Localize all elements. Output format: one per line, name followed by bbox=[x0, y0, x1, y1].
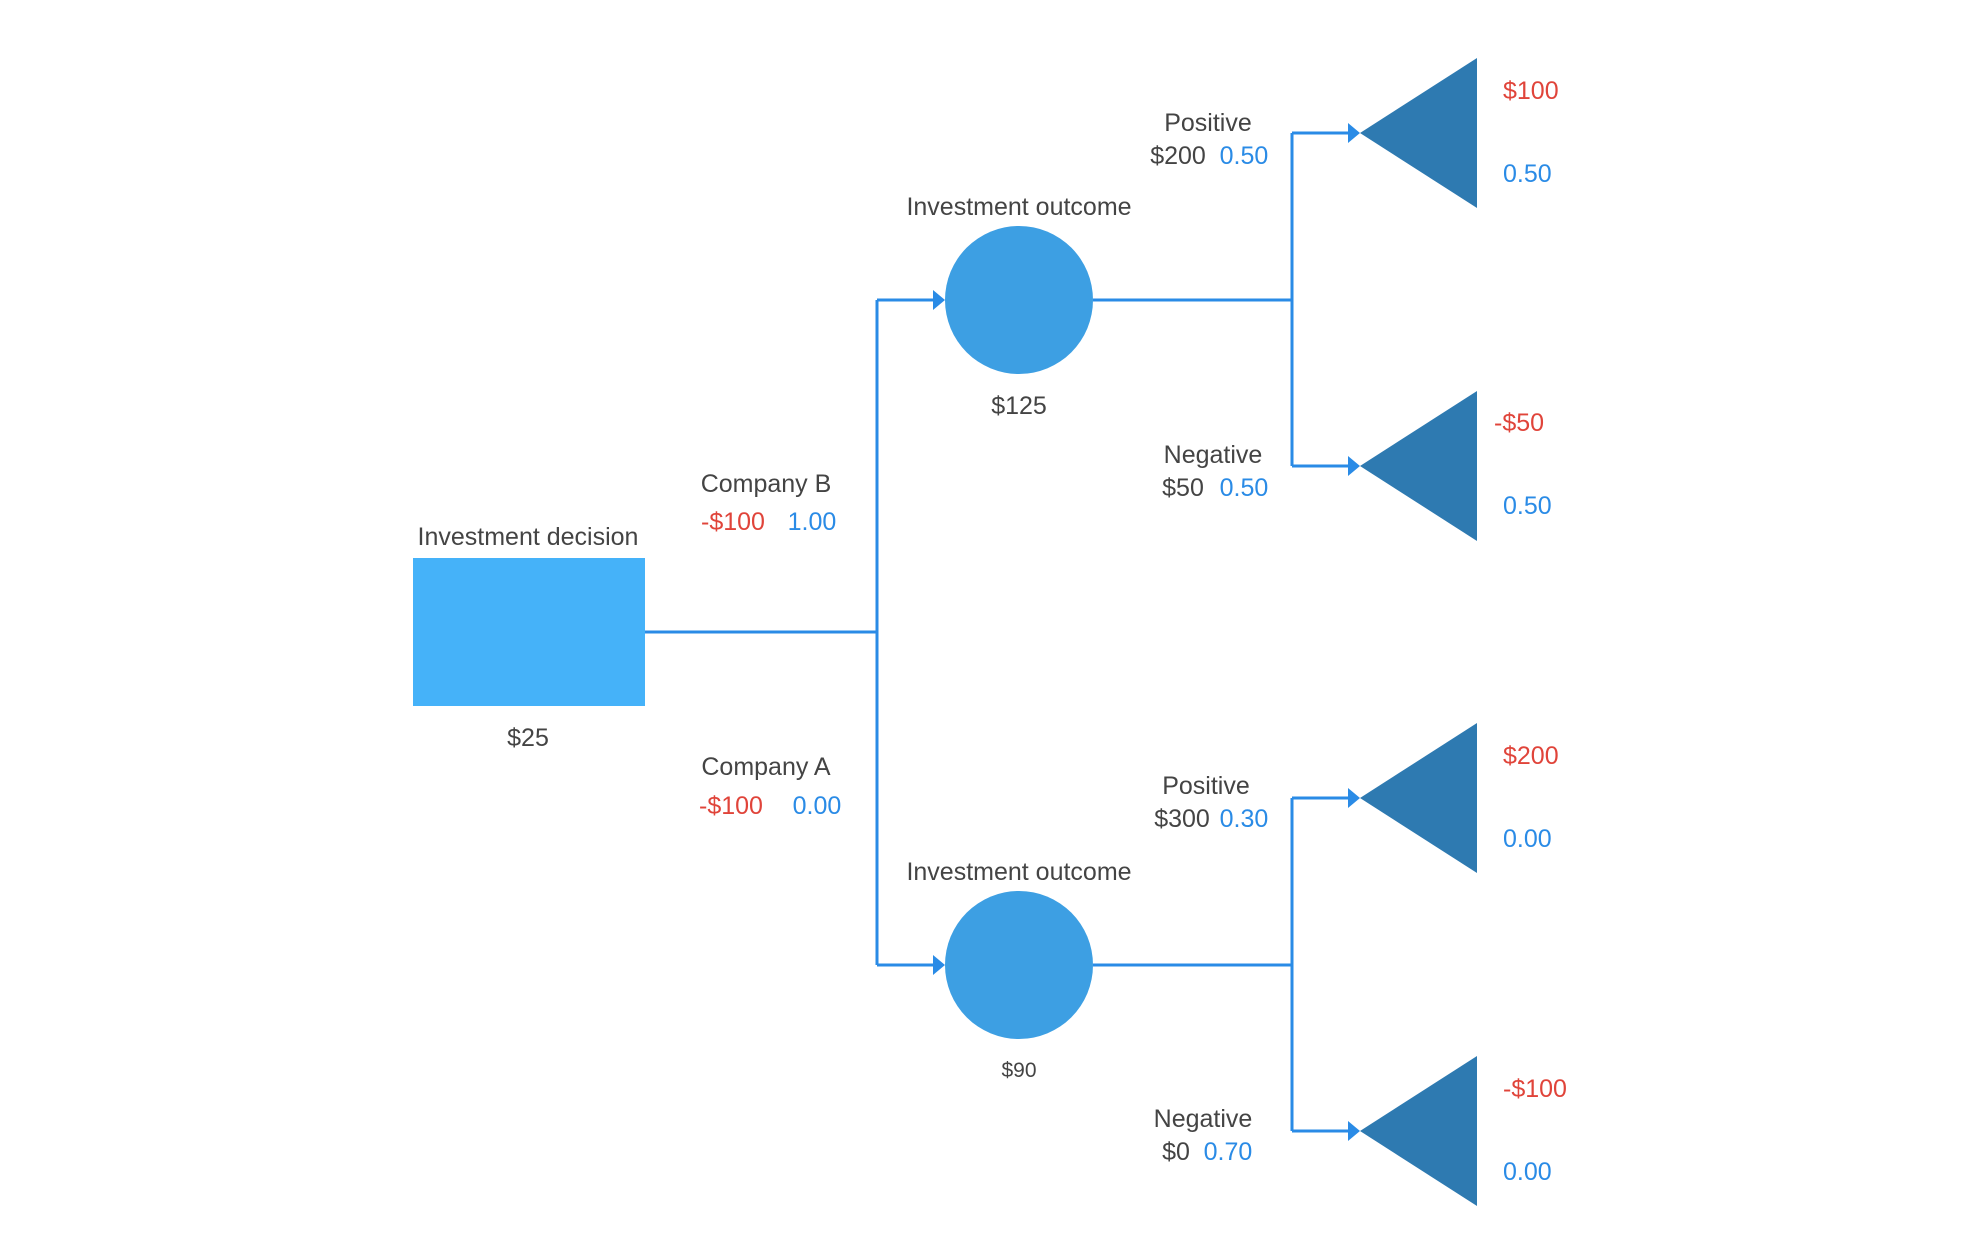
outcome-payoff: $0 bbox=[1162, 1138, 1190, 1166]
outcome-probability: 0.30 bbox=[1220, 805, 1269, 833]
connectors bbox=[645, 123, 1360, 1141]
chance-circle[interactable] bbox=[945, 891, 1093, 1039]
outcome-payoff: $50 bbox=[1162, 474, 1204, 502]
decision-label: Investment decision bbox=[418, 523, 639, 551]
end-triangle[interactable] bbox=[1360, 1056, 1477, 1206]
outcome-name: Negative bbox=[1154, 1105, 1253, 1133]
branch-cost: -$100 bbox=[701, 508, 765, 536]
end-probability: 0.50 bbox=[1503, 160, 1552, 188]
outcome-a-positive: Positive $300 0.30 bbox=[1154, 772, 1268, 833]
end-triangle[interactable] bbox=[1360, 391, 1477, 541]
chance-node-b[interactable]: Investment outcome $125 bbox=[906, 193, 1131, 420]
outcome-probability: 0.50 bbox=[1220, 474, 1269, 502]
decision-node[interactable]: Investment decision $25 bbox=[413, 523, 645, 752]
outcome-b-positive: Positive $200 0.50 bbox=[1150, 109, 1268, 170]
chance-node-a[interactable]: Investment outcome $90 bbox=[906, 858, 1131, 1082]
outcome-payoff: $200 bbox=[1150, 142, 1206, 170]
branch-company-b: Company B -$100 1.00 bbox=[701, 470, 837, 536]
end-node-a-negative[interactable]: -$100 0.00 bbox=[1360, 1056, 1567, 1206]
end-triangle[interactable] bbox=[1360, 58, 1477, 208]
chance-circle[interactable] bbox=[945, 226, 1093, 374]
outcome-name: Positive bbox=[1164, 109, 1252, 137]
outcome-payoff: $300 bbox=[1154, 805, 1210, 833]
chance-value: $90 bbox=[1001, 1059, 1036, 1082]
end-triangle[interactable] bbox=[1360, 723, 1477, 873]
branch-cost: -$100 bbox=[699, 792, 763, 820]
end-node-a-positive[interactable]: $200 0.00 bbox=[1360, 723, 1559, 873]
chance-label: Investment outcome bbox=[906, 858, 1131, 886]
arrowhead-a-negative bbox=[1348, 1121, 1360, 1141]
outcome-probability: 0.70 bbox=[1204, 1138, 1253, 1166]
end-probability: 0.00 bbox=[1503, 825, 1552, 853]
arrowhead-chance-b bbox=[933, 290, 945, 310]
branch-name: Company B bbox=[701, 470, 832, 498]
arrowhead-a-positive bbox=[1348, 788, 1360, 808]
arrowhead-chance-a bbox=[933, 955, 945, 975]
branch-name: Company A bbox=[701, 753, 831, 781]
chance-value: $125 bbox=[991, 392, 1047, 420]
outcome-a-negative: Negative $0 0.70 bbox=[1154, 1105, 1253, 1166]
outcome-name: Negative bbox=[1164, 441, 1263, 469]
outcome-b-negative: Negative $50 0.50 bbox=[1162, 441, 1268, 502]
outcome-name: Positive bbox=[1162, 772, 1250, 800]
end-value: -$50 bbox=[1494, 409, 1544, 437]
decision-value: $25 bbox=[507, 724, 549, 752]
end-node-b-positive[interactable]: $100 0.50 bbox=[1360, 58, 1559, 208]
end-probability: 0.50 bbox=[1503, 492, 1552, 520]
end-value: $200 bbox=[1503, 742, 1559, 770]
chance-label: Investment outcome bbox=[906, 193, 1131, 221]
outcome-probability: 0.50 bbox=[1220, 142, 1269, 170]
end-probability: 0.00 bbox=[1503, 1158, 1552, 1186]
arrowhead-b-negative bbox=[1348, 456, 1360, 476]
decision-square[interactable] bbox=[413, 558, 645, 706]
branch-company-a: Company A -$100 0.00 bbox=[699, 753, 841, 820]
branch-probability: 0.00 bbox=[793, 792, 842, 820]
arrowhead-b-positive bbox=[1348, 123, 1360, 143]
branch-probability: 1.00 bbox=[788, 508, 837, 536]
end-value: $100 bbox=[1503, 77, 1559, 105]
end-node-b-negative[interactable]: -$50 0.50 bbox=[1360, 391, 1552, 541]
end-value: -$100 bbox=[1503, 1075, 1567, 1103]
